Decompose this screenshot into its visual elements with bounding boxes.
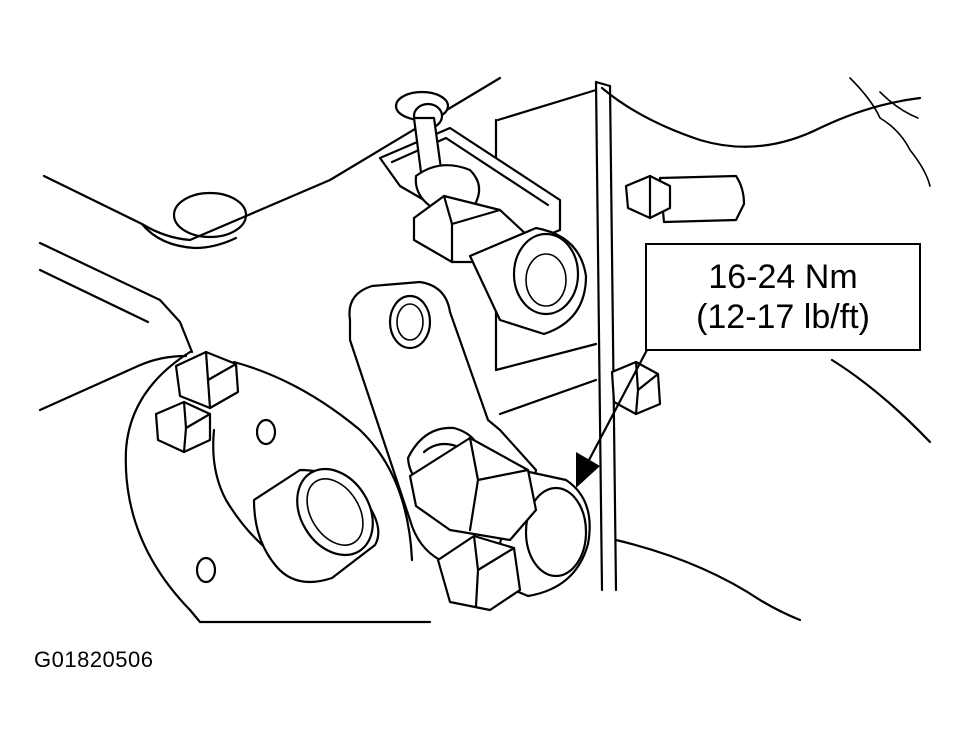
bolt-flange-lower: [154, 400, 212, 454]
figure-code: G01820506: [34, 647, 154, 672]
torque-callout: 16-24 Nm (12-17 lb/ft): [645, 243, 921, 351]
upper-stud-assembly: [378, 90, 588, 336]
lower-stud-assembly: [406, 426, 591, 612]
bolt-flange-upper: [174, 350, 240, 410]
bolt-panel-upper: [624, 174, 746, 224]
engine-block-casting: [38, 76, 932, 622]
torque-lbft-label: (12-17 lb/ft): [696, 298, 870, 336]
torque-nm-label: 16-24 Nm: [708, 258, 858, 296]
callout-leader-arrow: [576, 346, 650, 488]
bolt-panel-lower: [610, 360, 662, 416]
pulley-flange: [124, 350, 432, 624]
hub-sleeve: [252, 467, 380, 584]
